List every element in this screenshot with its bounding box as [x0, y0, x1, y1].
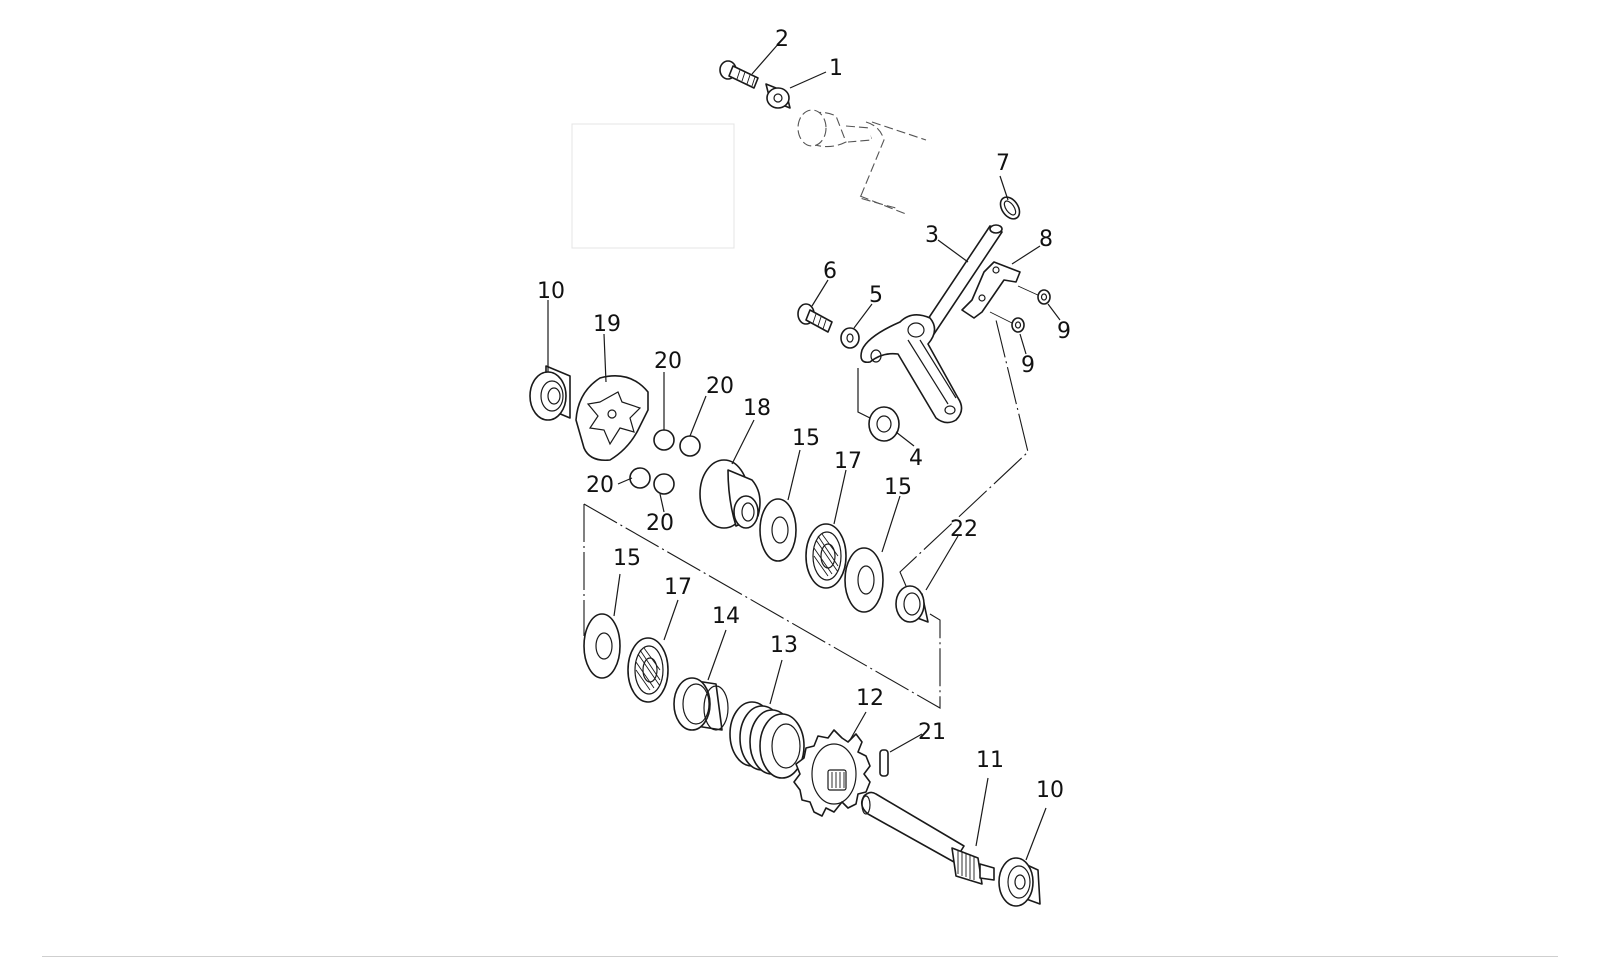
callout-10-left: 10	[537, 279, 565, 304]
leader-lines	[547, 41, 1061, 861]
callout-14: 14	[712, 604, 740, 629]
blank-frame	[571, 123, 735, 249]
bushing-part-4	[857, 368, 900, 442]
callout-7: 7	[996, 151, 1010, 176]
callout-labels: 2 1 7 3 8 6 5 9 9 10 19 20 20 18 15 17 4…	[537, 27, 1071, 803]
bottom-divider	[42, 956, 1558, 957]
ball-part-20-c	[629, 467, 651, 489]
screw-part-9-upper	[1017, 285, 1051, 305]
bracket-part-8	[961, 261, 1021, 319]
bolt-part-6	[797, 303, 833, 333]
callout-20-c: 20	[586, 473, 614, 498]
ball-part-20-b	[679, 435, 701, 457]
oring-part-7	[999, 196, 1021, 220]
ramp-part-19	[575, 375, 649, 462]
callout-20-d: 20	[646, 511, 674, 536]
screw-part-9-lower	[989, 311, 1025, 333]
callout-2: 2	[775, 27, 789, 52]
assembly-line-lower-frame	[583, 503, 941, 709]
thrust-bearing-part-17-upper	[805, 523, 847, 589]
callout-20-a: 20	[654, 349, 682, 374]
callout-3: 3	[925, 223, 939, 248]
washer-part-15-upper	[759, 498, 797, 562]
bearing-part-10-left	[529, 365, 571, 421]
washer-part-5	[840, 327, 860, 349]
washer-part-1	[765, 83, 791, 109]
pin-part-21	[879, 749, 889, 814]
assembly-line-shaft	[899, 319, 1029, 587]
thrust-bearing-part-17-lower	[627, 637, 669, 703]
ball-part-20-d	[653, 473, 675, 495]
callout-8: 8	[1039, 227, 1053, 252]
starter-motor-ghost	[797, 109, 927, 215]
bearing-part-10-right	[998, 857, 1041, 907]
callout-15-lower: 15	[613, 546, 641, 571]
spring-part-13	[729, 701, 805, 779]
callout-12: 12	[856, 686, 884, 711]
callout-4: 4	[909, 446, 923, 471]
flanged-bush-part-18	[699, 459, 761, 529]
callout-17-lower: 17	[664, 575, 692, 600]
ball-part-20-a	[653, 429, 675, 451]
callout-15-upper: 15	[792, 426, 820, 451]
callout-18: 18	[743, 396, 771, 421]
callout-17-upper: 17	[834, 449, 862, 474]
spacer-part-14	[673, 677, 729, 731]
callout-21: 21	[918, 720, 946, 745]
callout-19: 19	[593, 312, 621, 337]
shaft-part-11	[860, 791, 995, 885]
washer-part-15-lower	[583, 613, 621, 679]
callout-10-right: 10	[1036, 778, 1064, 803]
callout-9-upper: 9	[1057, 319, 1071, 344]
ring-part-22	[895, 585, 929, 623]
callout-9-lower: 9	[1021, 353, 1035, 378]
callout-6: 6	[823, 259, 837, 284]
lever-shaft-part-3	[860, 224, 1003, 424]
callout-1: 1	[829, 56, 843, 81]
callout-15-middle: 15	[884, 475, 912, 500]
callout-11: 11	[976, 748, 1004, 773]
washer-part-15-middle	[844, 547, 884, 613]
callout-5: 5	[869, 283, 883, 308]
gear-part-12	[793, 729, 871, 817]
callout-13: 13	[770, 633, 798, 658]
bolt-part-2	[719, 60, 759, 89]
callout-20-b: 20	[706, 374, 734, 399]
callout-22: 22	[950, 517, 978, 542]
